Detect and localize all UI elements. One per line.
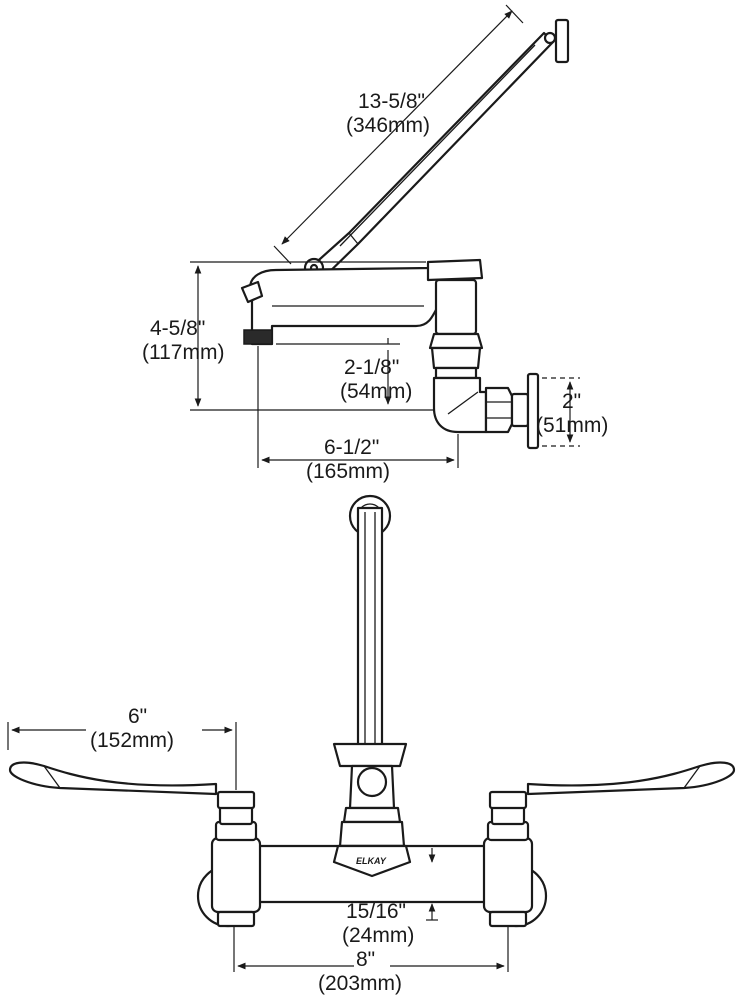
flange-height-metric: (51mm) (536, 414, 608, 437)
body-offset-metric: (24mm) (342, 924, 414, 947)
centers-metric: (203mm) (318, 972, 402, 995)
valve-body (426, 258, 484, 380)
riser-length-imperial: 13-5/8" (358, 90, 425, 113)
riser-length-metric: (346mm) (346, 114, 430, 137)
overall-height-metric: (117mm) (142, 341, 224, 364)
aerator-icon (243, 329, 273, 345)
body-offset-dimension (426, 848, 438, 921)
flange-height-dimension (542, 377, 580, 447)
left-valve (196, 790, 262, 928)
vertical-riser (356, 506, 384, 772)
overall-height-dimension (190, 261, 434, 411)
right-valve (482, 790, 548, 928)
center-valve (332, 742, 408, 848)
riser-tube (299, 18, 570, 285)
brand-mark: ELKAY (356, 856, 387, 866)
outlet-height-dimension (276, 338, 400, 405)
handle-length-imperial: 6" (128, 705, 147, 728)
faucet-body: ELKAY (236, 844, 506, 904)
riser-length-dimension (273, 4, 524, 265)
side-view: 13-5/8" (346mm) (142, 4, 608, 483)
spout-reach-metric: (165mm) (306, 460, 390, 483)
body-offset-imperial: 15/16" (346, 900, 406, 923)
outlet-height-imperial: 2-1/8" (344, 356, 399, 379)
flange-height-imperial: 2" (562, 390, 581, 413)
overall-height-imperial: 4-5/8" (150, 317, 205, 340)
right-wrist-blade-handle (526, 761, 736, 796)
spout-reach-dimension (257, 346, 459, 468)
left-wrist-blade-handle (8, 761, 218, 796)
handle-length-dimension (7, 718, 237, 790)
centers-dimension (233, 926, 509, 974)
centers-imperial: 8" (356, 948, 375, 971)
elbow-connection (432, 372, 540, 450)
outlet-height-metric: (54mm) (340, 380, 412, 403)
spout-reach-imperial: 6-1/2" (324, 436, 379, 459)
front-view: ELKAY (7, 494, 736, 995)
handle-length-metric: (152mm) (90, 729, 174, 752)
spout (240, 266, 449, 346)
